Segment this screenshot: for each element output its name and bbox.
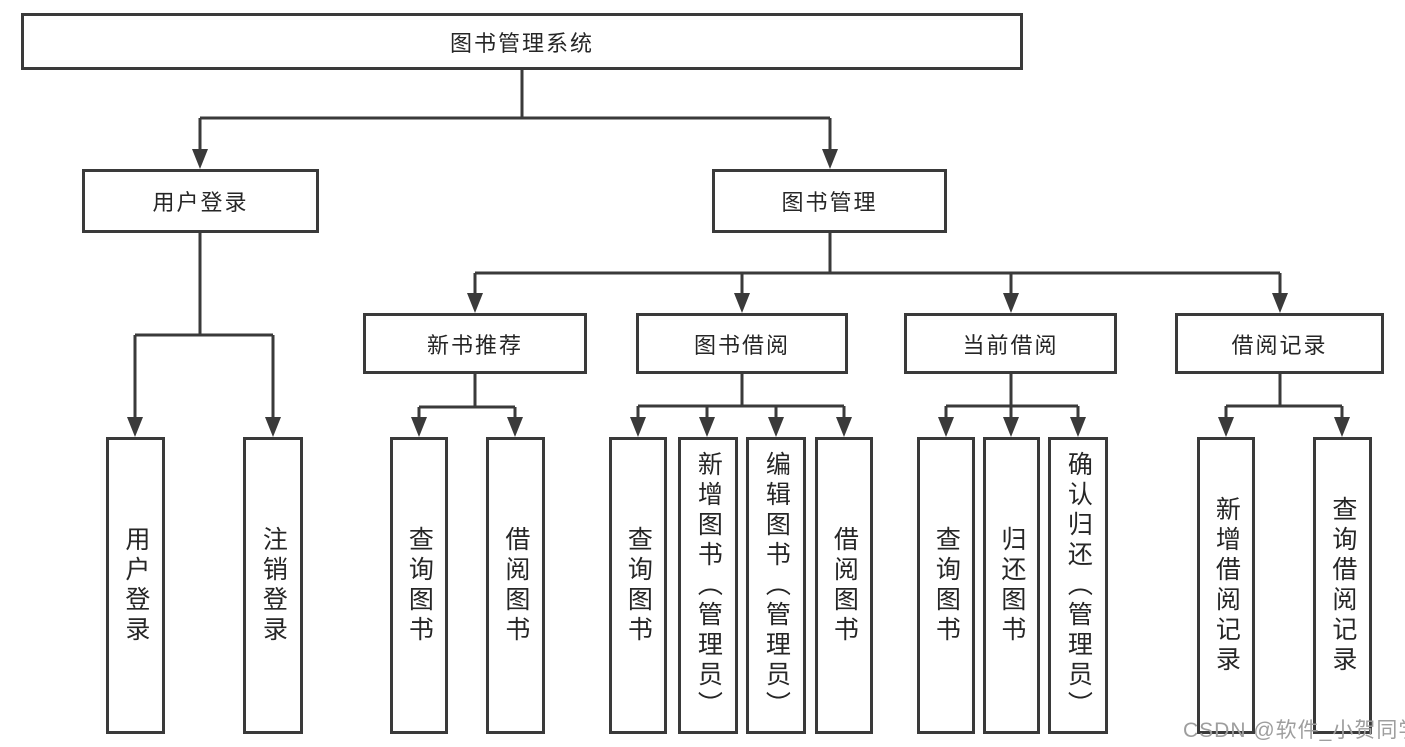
leaf-borrow-books: 借阅图书 xyxy=(815,437,873,734)
node-user-login-label: 用户登录 xyxy=(152,190,249,215)
node-borrow-records-label: 借阅记录 xyxy=(1231,332,1328,358)
node-book-management-label: 图书管理 xyxy=(781,190,878,215)
leaf-current-query-books: 查询图书 xyxy=(917,437,975,734)
leaf-recommend-query-books: 查询图书 xyxy=(390,437,448,734)
node-root-system: 图书管理系统 xyxy=(21,13,1023,70)
leaf-edit-books-admin: 编辑图书（管理员） xyxy=(746,437,806,734)
node-current-borrow: 当前借阅 xyxy=(904,313,1117,374)
leaf-recommend-borrow-books: 借阅图书 xyxy=(486,437,545,734)
leaf-query-borrow-record: 查询借阅记录 xyxy=(1313,437,1372,734)
arrowheads xyxy=(127,149,1350,437)
node-current-borrow-label: 当前借阅 xyxy=(962,332,1059,358)
leaf-return-books: 归还图书 xyxy=(983,437,1040,734)
leaf-add-books-admin: 新增图书（管理员） xyxy=(678,437,738,734)
node-book-borrow: 图书借阅 xyxy=(636,313,848,374)
leaf-user-login: 用户登录 xyxy=(106,437,165,734)
leaf-confirm-return-admin: 确认归还（管理员） xyxy=(1048,437,1108,734)
node-borrow-records: 借阅记录 xyxy=(1175,313,1384,374)
node-new-book-recommend: 新书推荐 xyxy=(363,313,587,374)
node-new-book-recommend-label: 新书推荐 xyxy=(426,332,523,358)
leaf-logout: 注销登录 xyxy=(243,437,303,734)
node-user-login: 用户登录 xyxy=(82,169,319,233)
node-book-borrow-label: 图书借阅 xyxy=(693,332,790,358)
node-book-management: 图书管理 xyxy=(712,169,947,233)
leaf-borrow-query-books: 查询图书 xyxy=(609,437,667,734)
leaf-add-borrow-record: 新增借阅记录 xyxy=(1197,437,1255,734)
node-root-label: 图书管理系统 xyxy=(449,30,594,56)
csdn-watermark: CSDN @软件_小贺同学 xyxy=(1183,719,1405,742)
